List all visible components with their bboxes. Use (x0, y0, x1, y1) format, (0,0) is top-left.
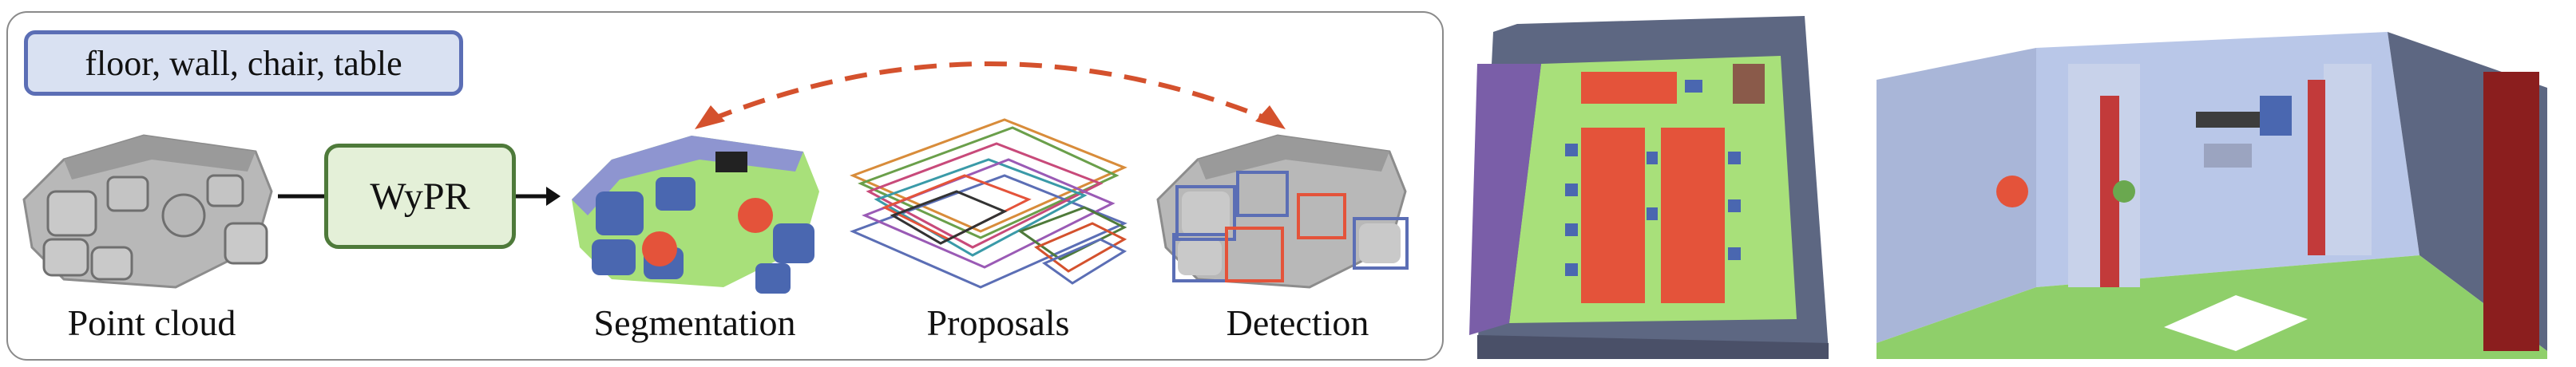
input-point-cloud (22, 134, 273, 289)
caption-proposals: Proposals (926, 302, 1070, 343)
caption-point-cloud: Point cloud (67, 302, 236, 343)
scene-segmentation-perspective (1877, 32, 2547, 359)
segmentation-result (572, 136, 819, 294)
proposals-result (849, 118, 1127, 289)
class-prompt-box: floor, wall, chair, table (24, 30, 463, 96)
flow-arrow-icon (516, 187, 561, 206)
method-box: WyPR (324, 144, 516, 249)
dashed-feedback-arrow-icon (695, 61, 1286, 129)
method-label: WyPR (370, 175, 470, 218)
caption-detection: Detection (1226, 302, 1369, 343)
detection-result (1156, 134, 1409, 289)
scene-segmentation-topdown (1469, 16, 1829, 359)
flow-arrow-icon (278, 194, 324, 199)
caption-segmentation: Segmentation (593, 302, 796, 343)
class-prompt-text: floor, wall, chair, table (85, 43, 402, 83)
